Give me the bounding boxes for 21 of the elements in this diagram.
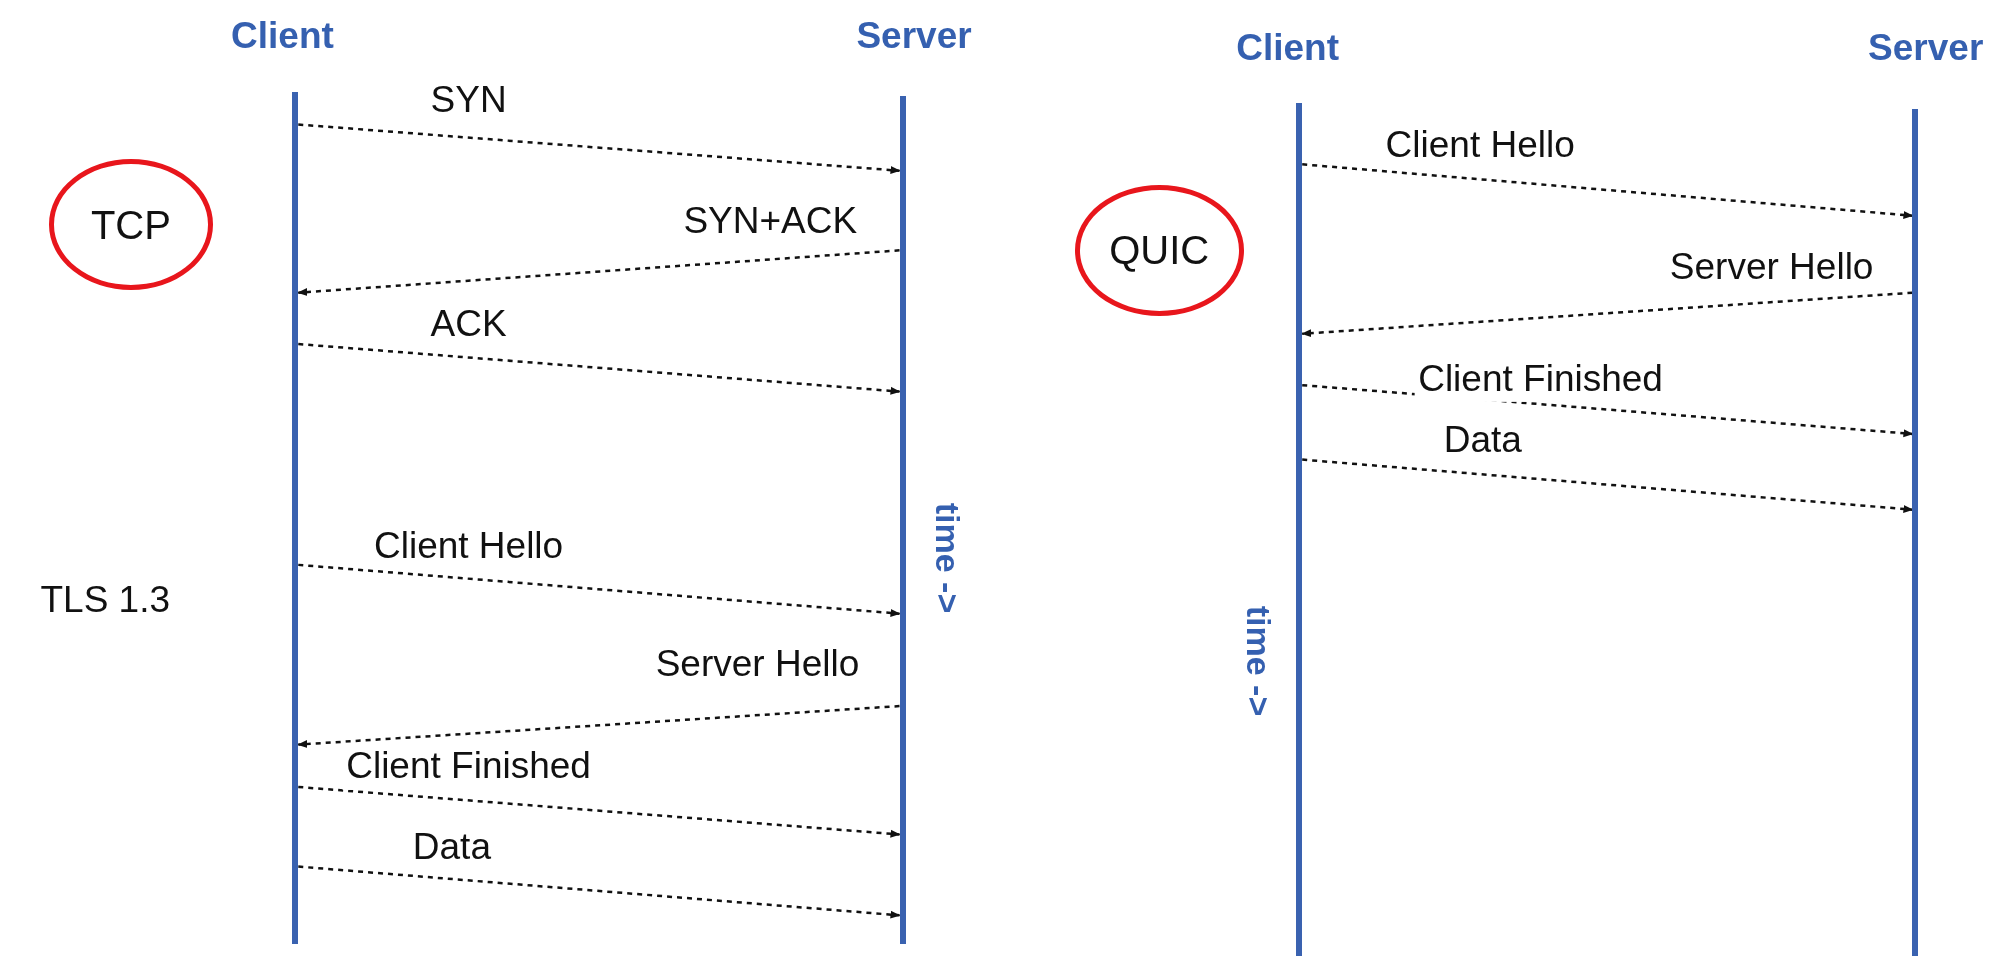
arrow: [297, 249, 900, 297]
arrow: [1302, 163, 1914, 219]
protocol-name: TLS 1.3: [40, 577, 171, 622]
arrow: [298, 785, 901, 838]
arrow: [1301, 291, 1913, 338]
lifeline-label: Server: [856, 14, 972, 59]
lifeline-label: Server: [1868, 25, 1984, 70]
arrow: [298, 865, 901, 919]
arrow: [298, 342, 901, 395]
arrow: [298, 123, 901, 175]
arrow: [1302, 458, 1914, 513]
time-axis-label: time ->: [1238, 605, 1279, 717]
arrow: [298, 563, 901, 617]
lifeline-label: Client: [231, 14, 334, 59]
arrow: [297, 704, 900, 748]
protocol-name: QUIC: [1109, 227, 1210, 275]
protocol-ellipse: [1074, 184, 1244, 316]
lifeline-label: Client: [1236, 25, 1340, 70]
protocol-ellipse: [48, 159, 214, 291]
protocol-name: TCP: [90, 201, 171, 249]
time-axis-label: time ->: [927, 503, 968, 614]
